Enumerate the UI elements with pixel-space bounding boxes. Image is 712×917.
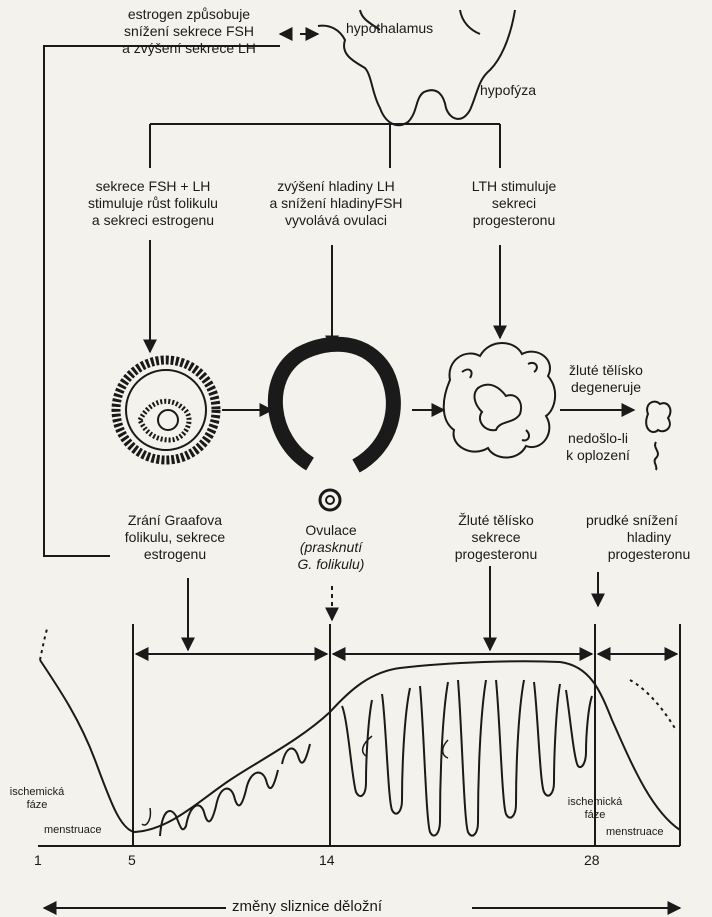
day-14-label: 14 [319,852,335,869]
corpus-luteum-label: Žluté tělísko sekrece progesteronu [436,512,556,563]
hypofyza-label: hypofýza [480,82,536,99]
menstruation-right-label: menstruace [606,826,663,839]
corpus-albicans-shape [646,402,670,432]
corpus-luteum-shape [444,343,555,458]
lth-label: LTH stimuluje sekreci progesteronu [454,178,574,229]
feedback-loop-line [44,34,292,556]
estrogen-feedback-label: estrogen způsobuje snížení sekrece FSH a… [84,6,294,57]
ischemic-phase-left-label: ischemická fáze [4,786,70,812]
day-5-label: 5 [128,852,136,869]
fsh-lh-label: sekrece FSH + LH stimuluje růst folikulu… [68,178,238,229]
graafian-follicle-shape [116,360,216,460]
day-28-label: 28 [584,852,600,869]
hypothalamus-label: hypothalamus [346,20,433,37]
lh-fsh-label: zvýšení hladiny LH a snížení hladinyFSH … [256,178,416,229]
graafian-maturation-label: Zrání Graafova folikulu, sekrece estroge… [100,512,250,563]
corpus-degeneration-label: žluté tělísko degeneruje [556,362,656,396]
ovulation-label: Ovulace (prasknutí G. folikulu) [276,522,386,573]
endometrium-changes-label: změny sliznice děložní [232,898,382,915]
day-1-label: 1 [34,852,42,869]
no-fertilization-label: nedošlo-li k oplození [558,430,638,464]
ruptured-follicle-shape [275,344,393,466]
progesterone-drop-label: prudké snížení hladiny progesteronu [586,512,712,563]
menstruation-left-label: menstruace [44,824,101,837]
ischemic-phase-right-label: ischemická fáze [562,796,628,822]
